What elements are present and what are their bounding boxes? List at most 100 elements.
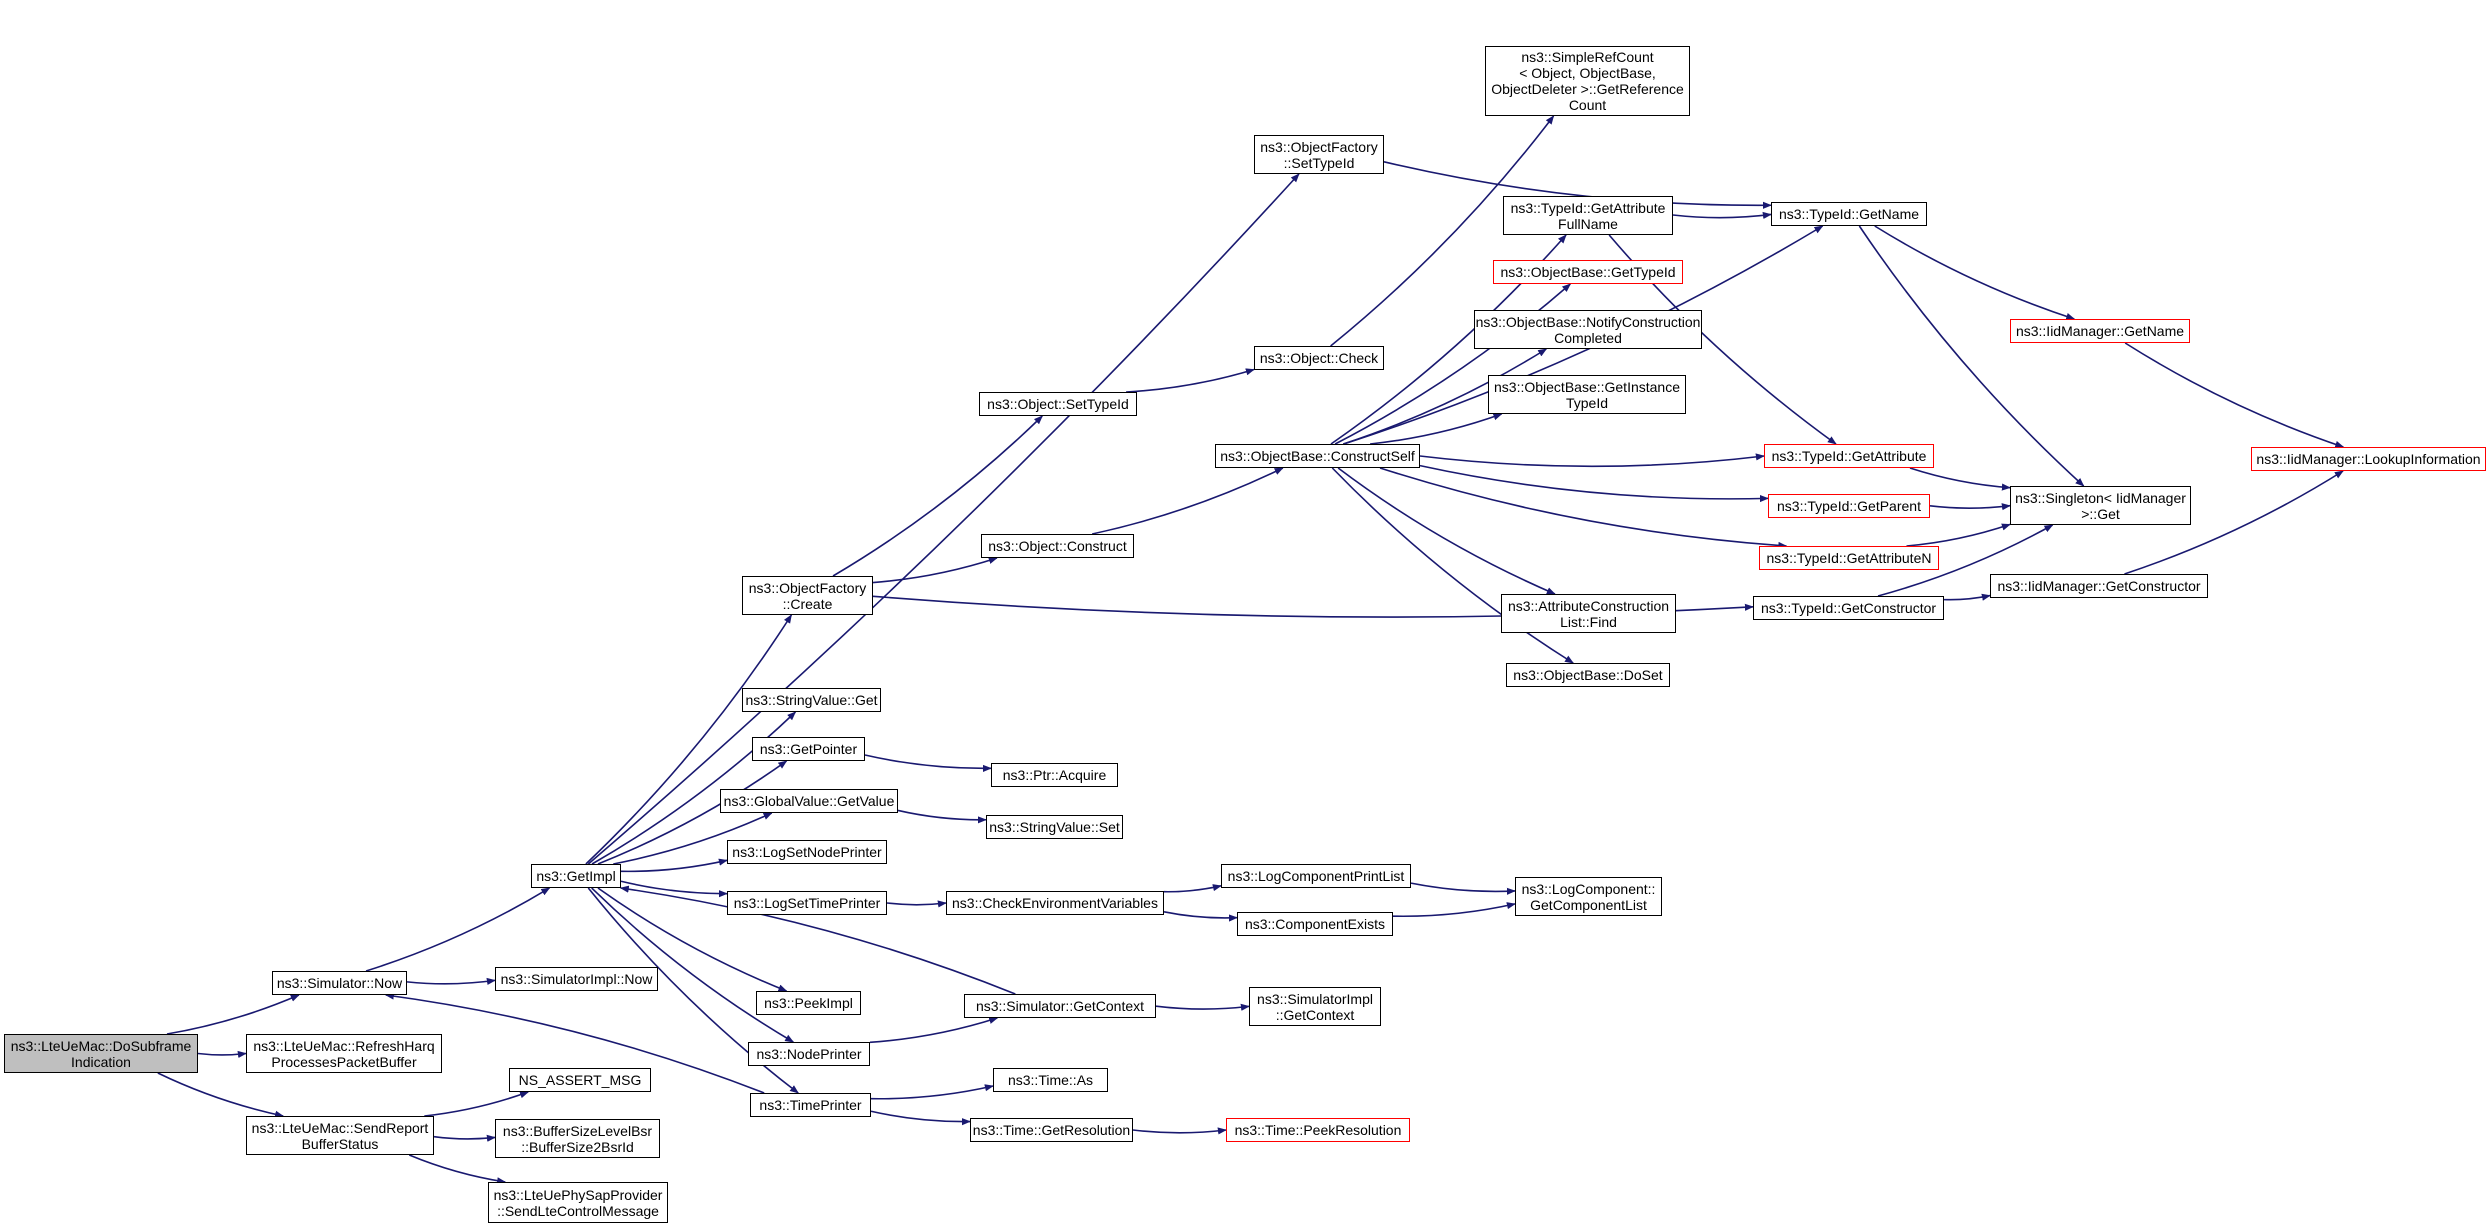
node-stringvalue-set[interactable]: ns3::StringValue::Set — [986, 815, 1123, 839]
edge-n15-to-n45 — [870, 1110, 971, 1126]
node-iidmanager-lookupinformation[interactable]: ns3::IidManager::LookupInformation — [2251, 447, 2486, 471]
edge-n42-to-n43 — [1155, 1003, 1250, 1011]
node-iidmanager-getconstructor[interactable]: ns3::IidManager::GetConstructor — [1990, 574, 2208, 598]
edge-n40-to-n41 — [1392, 902, 1516, 918]
edge-n34-to-n35 — [2124, 470, 2344, 575]
edge-n17-to-n16 — [1330, 115, 1555, 347]
edge-n32-to-n35 — [2124, 342, 2345, 448]
node-lteuemac-refresh-harq[interactable]: ns3::LteUeMac::RefreshHarq ProcessesPack… — [246, 1034, 442, 1073]
node-simulator-now[interactable]: ns3::Simulator::Now — [272, 971, 407, 995]
node-objectfactory-create[interactable]: ns3::ObjectFactory ::Create — [742, 576, 873, 615]
node-nodeprinter[interactable]: ns3::NodePrinter — [748, 1042, 870, 1066]
edge-n0-to-n3 — [157, 1072, 285, 1118]
node-time-as[interactable]: ns3::Time::As — [993, 1068, 1108, 1092]
node-peekimpl[interactable]: ns3::PeekImpl — [756, 991, 861, 1015]
edge-n31-to-n33 — [1877, 524, 2054, 597]
edge-n18-to-n17 — [1126, 368, 1255, 393]
node-lteuemac-send-report-buffer-status[interactable]: ns3::LteUeMac::SendReport BufferStatus — [246, 1116, 434, 1155]
node-logsettimeprinter[interactable]: ns3::LogSetTimePrinter — [727, 891, 887, 915]
edge-n28-to-n33 — [1909, 467, 2011, 491]
edge-n20-to-n26 — [1331, 467, 1574, 664]
edge-n45-to-n46 — [1132, 1127, 1227, 1135]
edge-n3-to-n49 — [408, 1154, 507, 1185]
node-objectbase-gettypeid[interactable]: ns3::ObjectBase::GetTypeId — [1493, 260, 1683, 284]
node-logcomponent-getcomponentlist[interactable]: ns3::LogComponent:: GetComponentList — [1515, 877, 1662, 916]
node-objectbase-getinstancetypeid[interactable]: ns3::ObjectBase::GetInstance TypeId — [1488, 375, 1686, 414]
edge-n20-to-n25 — [1337, 467, 1556, 595]
edge-n20-to-n30 — [1379, 467, 1788, 550]
edge-n30-to-n33 — [1906, 523, 2011, 547]
node-typeid-getattribute[interactable]: ns3::TypeId::GetAttribute — [1764, 444, 1934, 468]
node-iidmanager-getname[interactable]: ns3::IidManager::GetName — [2010, 319, 2190, 343]
edge-n42-to-n4 — [619, 885, 1016, 995]
node-timeprinter[interactable]: ns3::TimePrinter — [750, 1093, 871, 1117]
edge-n4-to-n7 — [585, 614, 793, 865]
edge-n27-to-n32 — [1874, 225, 2076, 320]
node-ptr-acquire[interactable]: ns3::Ptr::Acquire — [991, 763, 1118, 787]
node-singleton-iidmanager-get[interactable]: ns3::Singleton< IidManager >::Get — [2010, 486, 2191, 525]
edge-n4-to-n11 — [620, 858, 728, 873]
node-attributeconstructionlist-find[interactable]: ns3::AttributeConstruction List::Find — [1501, 594, 1676, 633]
node-buffersizelevelbsr-buffersize2bsrid[interactable]: ns3::BufferSizeLevelBsr ::BufferSize2Bsr… — [495, 1119, 660, 1158]
edge-n1-to-n5 — [406, 977, 496, 986]
node-typeid-getattributen[interactable]: ns3::TypeId::GetAttributeN — [1759, 546, 1939, 570]
edge-n1-to-n4 — [365, 887, 551, 972]
node-globalvalue-getvalue[interactable]: ns3::GlobalValue::GetValue — [720, 789, 898, 813]
node-checkenvironmentvariables[interactable]: ns3::CheckEnvironmentVariables — [946, 891, 1164, 915]
node-typeid-getconstructor[interactable]: ns3::TypeId::GetConstructor — [1753, 596, 1944, 620]
node-logcomponentprintlist[interactable]: ns3::LogComponentPrintList — [1221, 864, 1411, 888]
edge-n20-to-n22 — [1334, 283, 1572, 445]
node-logsetnodeprinter[interactable]: ns3::LogSetNodePrinter — [727, 840, 887, 864]
edge-n14-to-n42 — [869, 1017, 999, 1044]
edge-n6-to-n27 — [1383, 161, 1772, 209]
node-objectbase-doset[interactable]: ns3::ObjectBase::DoSet — [1506, 663, 1670, 687]
node-object-settypeid[interactable]: ns3::Object::SetTypeId — [979, 392, 1137, 416]
edge-n20-to-n28 — [1419, 453, 1765, 468]
edge-n4-to-n12 — [620, 880, 728, 898]
edge-n19-to-n20 — [1092, 467, 1284, 535]
edge-n4-to-n15 — [587, 887, 799, 1094]
node-typeid-getname[interactable]: ns3::TypeId::GetName — [1771, 202, 1927, 226]
edge-n3-to-n48 — [433, 1134, 496, 1142]
node-typeid-getparent[interactable]: ns3::TypeId::GetParent — [1768, 494, 1930, 518]
edge-n27-to-n33 — [1858, 225, 2085, 487]
node-time-peekresolution[interactable]: ns3::Time::PeekResolution — [1226, 1118, 1410, 1142]
edge-n15-to-n44 — [870, 1084, 994, 1100]
edge-n12-to-n38 — [886, 900, 947, 908]
edge-n10-to-n37 — [897, 809, 987, 824]
node-object-construct[interactable]: ns3::Object::Construct — [981, 534, 1134, 558]
node-objectbase-notifyconstructioncompleted[interactable]: ns3::ObjectBase::NotifyConstruction Comp… — [1474, 310, 1702, 349]
node-time-getresolution[interactable]: ns3::Time::GetResolution — [970, 1118, 1133, 1142]
edge-n7-to-n18 — [832, 415, 1043, 577]
node-objectbase-constructself[interactable]: ns3::ObjectBase::ConstructSelf — [1215, 444, 1420, 468]
node-simulator-getcontext[interactable]: ns3::Simulator::GetContext — [964, 994, 1156, 1018]
edge-n4-to-n9 — [597, 760, 788, 865]
edge-n7-to-n19 — [872, 557, 998, 584]
node-getimpl[interactable]: ns3::GetImpl — [531, 864, 621, 888]
node-typeid-getattributefullname[interactable]: ns3::TypeId::GetAttribute FullName — [1503, 196, 1673, 235]
node-simulatorimpl-getcontext[interactable]: ns3::SimulatorImpl ::GetContext — [1249, 987, 1381, 1026]
edge-n4-to-n8 — [591, 711, 797, 865]
node-stringvalue-get[interactable]: ns3::StringValue::Get — [742, 688, 881, 712]
edge-n4-to-n14 — [591, 887, 795, 1043]
edge-n38-to-n40 — [1163, 911, 1238, 922]
edge-n9-to-n36 — [864, 754, 992, 773]
node-object-check[interactable]: ns3::Object::Check — [1254, 346, 1384, 370]
node-simplerefcount-getreferencecount[interactable]: ns3::SimpleRefCount < Object, ObjectBase… — [1485, 46, 1690, 116]
node-ns-assert-msg[interactable]: NS_ASSERT_MSG — [509, 1068, 651, 1092]
node-lteuephysapprovider-sendltecontrolmessage[interactable]: ns3::LteUePhySapProvider ::SendLteContro… — [488, 1182, 668, 1223]
edge-n38-to-n39 — [1163, 884, 1222, 893]
edge-n29-to-n33 — [1929, 503, 2011, 511]
node-componentexists[interactable]: ns3::ComponentExists — [1237, 912, 1393, 936]
node-objectfactory-settypeid[interactable]: ns3::ObjectFactory ::SetTypeId — [1254, 135, 1384, 174]
node-lteuemac-dosubframe-indication: ns3::LteUeMac::DoSubframe Indication — [4, 1034, 198, 1073]
node-getpointer[interactable]: ns3::GetPointer — [752, 737, 865, 761]
edge-n0-to-n1 — [166, 994, 300, 1035]
edge-n20-to-n29 — [1419, 464, 1769, 503]
edge-n31-to-n34 — [1943, 593, 1991, 601]
edge-n4-to-n13 — [597, 887, 788, 992]
edge-n15-to-n1 — [384, 992, 765, 1094]
node-simulatorimpl-now[interactable]: ns3::SimulatorImpl::Now — [495, 967, 658, 991]
edge-n4-to-n10 — [613, 812, 773, 865]
edge-n3-to-n47 — [424, 1091, 529, 1117]
